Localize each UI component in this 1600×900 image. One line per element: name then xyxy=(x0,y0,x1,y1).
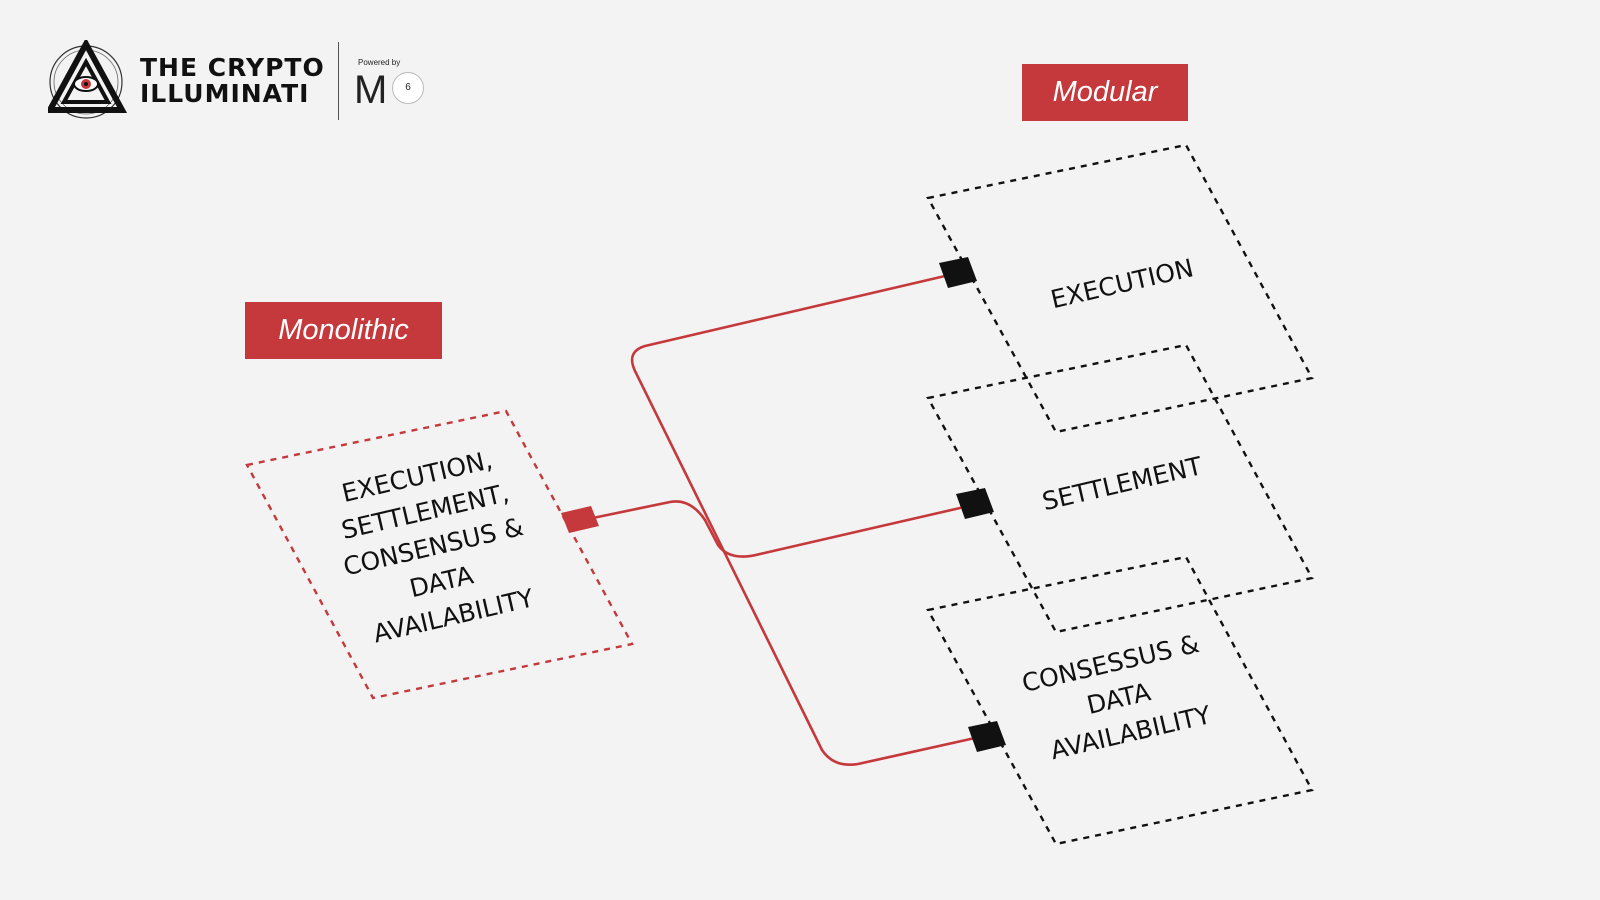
settlement-line-1: SETTLEMENT xyxy=(1039,451,1205,516)
monolithic-tag: Monolithic xyxy=(245,302,442,359)
settlement-connector-node xyxy=(956,488,994,519)
execution-connector-node xyxy=(939,257,977,288)
partner-logo-badge: 6 xyxy=(392,72,424,104)
brand-line-1: THE CRYPTO xyxy=(140,53,325,82)
pyramid-eye-icon xyxy=(48,40,128,119)
partner-logo-letter: M xyxy=(354,68,388,112)
modular-tag: Modular xyxy=(1022,64,1188,121)
monolithic-line-4: DATA xyxy=(407,560,476,603)
execution-box-border xyxy=(926,143,1314,434)
connector-to-execution xyxy=(630,274,977,766)
consensus-connector-node xyxy=(968,721,1006,752)
settlement-box-border xyxy=(926,343,1314,634)
logo-divider xyxy=(338,42,339,120)
brand-logo: THE CRYPTO ILLUMINATI Powered by M 6 xyxy=(48,40,448,124)
connector-to-settlement xyxy=(703,506,962,558)
consensus-box-border xyxy=(926,555,1314,846)
execution-box-text: EXECUTION xyxy=(1048,253,1196,314)
brand-line-2: ILLUMINATI xyxy=(140,79,310,108)
consensus-box-text: CONSESSUS & DATA AVAILABILITY xyxy=(1019,627,1226,768)
monolithic-connector-node xyxy=(561,506,599,533)
powered-by-text: Powered by xyxy=(358,58,401,67)
monolithic-box-border xyxy=(245,409,634,700)
execution-line-1: EXECUTION xyxy=(1048,253,1196,314)
consensus-line-2: DATA xyxy=(1084,677,1153,720)
settlement-box-text: SETTLEMENT xyxy=(1039,451,1205,516)
connector-main xyxy=(586,500,707,522)
monolithic-box-text: EXECUTION, SETTLEMENT, CONSENSUS & DATA … xyxy=(324,440,550,652)
